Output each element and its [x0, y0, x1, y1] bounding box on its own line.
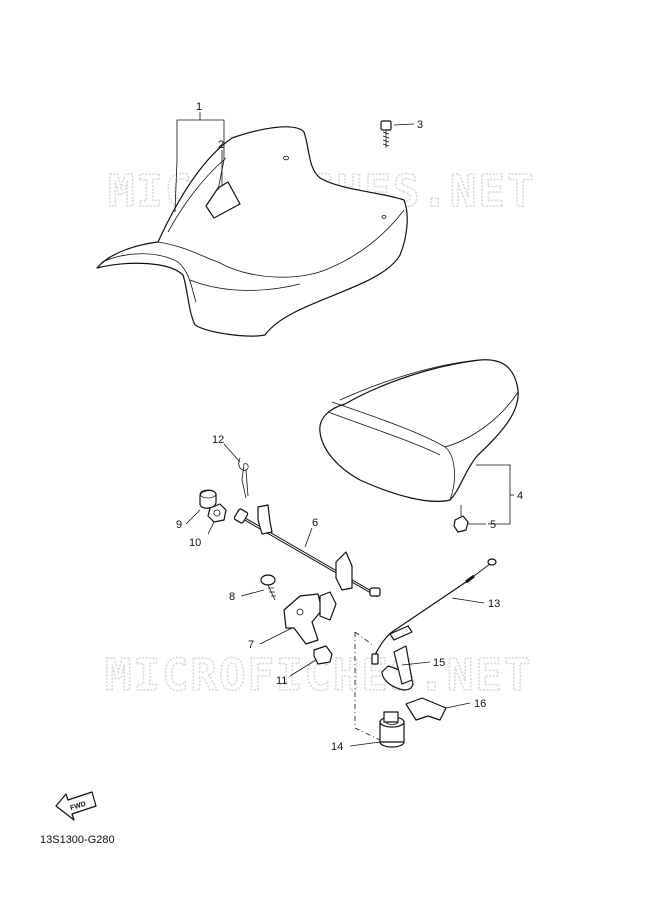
seat-lock-rod[interactable]: [233, 504, 381, 598]
callout-9[interactable]: 9: [176, 519, 182, 531]
leader-lines: [174, 112, 514, 747]
lock-bracket[interactable]: [283, 591, 337, 645]
callout-12[interactable]: 12: [212, 434, 224, 446]
seat-lock-cable[interactable]: [371, 558, 497, 665]
callout-7[interactable]: 7: [248, 639, 254, 651]
callout-16[interactable]: 16: [474, 698, 486, 710]
bracket-screw[interactable]: [260, 574, 276, 601]
alignment-lines: [354, 631, 381, 741]
callout-10[interactable]: 10: [189, 537, 201, 549]
callout-13[interactable]: 13: [488, 598, 500, 610]
cable-holder[interactable]: [313, 645, 333, 665]
fwd-arrow-icon: FWD: [55, 791, 97, 821]
rider-seat[interactable]: [96, 126, 408, 337]
seat-damper[interactable]: [453, 505, 469, 533]
callout-4[interactable]: 4: [517, 490, 523, 502]
nut[interactable]: [207, 503, 227, 523]
diagram-code: 13S1300-G280: [40, 834, 115, 846]
callout-14[interactable]: 14: [331, 741, 343, 753]
callout-11[interactable]: 11: [276, 675, 287, 687]
callout-1[interactable]: 1: [196, 101, 202, 113]
callout-15[interactable]: 15: [433, 657, 445, 669]
seat-label-sticker[interactable]: [205, 181, 241, 219]
collar[interactable]: [199, 489, 217, 509]
seat-bolt[interactable]: [380, 120, 392, 219]
callout-2[interactable]: 2: [218, 139, 224, 151]
fwd-label: FWD: [69, 801, 86, 813]
callout-8[interactable]: 8: [229, 591, 235, 603]
seat-lock-cylinder[interactable]: [379, 711, 405, 748]
callout-5[interactable]: 5: [490, 519, 496, 531]
lock-plate[interactable]: [405, 697, 447, 721]
callout-3[interactable]: 3: [417, 119, 423, 131]
cotter-clip[interactable]: [238, 457, 249, 499]
callout-6[interactable]: 6: [312, 517, 318, 529]
callout-numbers: 1 2 3 4 5 6 7 8 9 10 11 12 13 14 15 16: [176, 101, 523, 753]
passenger-seat[interactable]: [319, 359, 519, 502]
